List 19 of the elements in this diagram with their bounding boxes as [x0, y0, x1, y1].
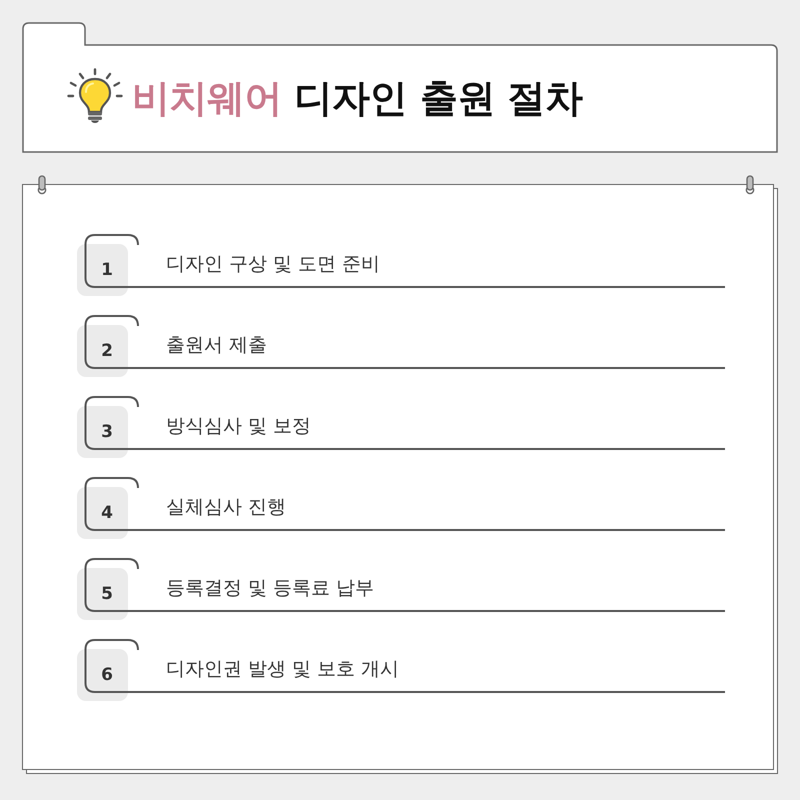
step-text: 출원서 제출 — [166, 333, 268, 357]
step-text: 디자인권 발생 및 보호 개시 — [166, 657, 400, 681]
step-item — [77, 477, 725, 539]
step-item — [77, 234, 725, 296]
step-text: 방식심사 및 보정 — [166, 414, 312, 438]
step-number: 3 — [77, 406, 128, 458]
title-text: 비치웨어 디자인 출원 절차 — [132, 75, 583, 122]
step-text: 등록결정 및 등록료 납부 — [166, 576, 374, 600]
step-item — [77, 396, 725, 458]
step-number: 1 — [77, 244, 128, 296]
step-number: 2 — [77, 325, 128, 377]
step-number: 6 — [77, 649, 128, 701]
step-number: 4 — [77, 487, 128, 539]
step-item — [77, 315, 725, 377]
step-item — [77, 558, 725, 620]
step-item — [77, 639, 725, 701]
step-text: 실체심사 진행 — [166, 495, 286, 519]
step-text: 디자인 구상 및 도면 준비 — [166, 252, 380, 276]
step-number: 5 — [77, 568, 128, 620]
